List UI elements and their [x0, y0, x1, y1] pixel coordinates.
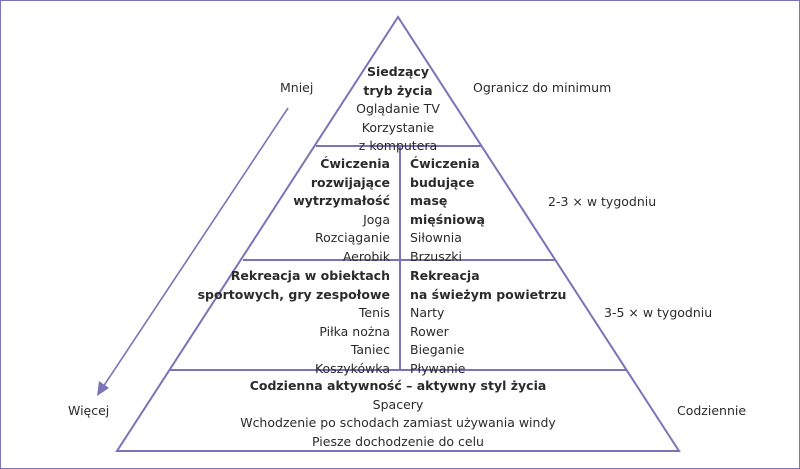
tier3-right-title: na świeżym powietrzu [410, 286, 567, 302]
tier3-left-block: Rekreacja w obiektach sportowych, gry ze… [190, 267, 390, 378]
tier1-title-line1: Siedzący [367, 64, 429, 79]
tier2-right-title: mięśniową [410, 211, 485, 227]
tier2-left-title: wytrzymałość [293, 193, 390, 208]
tier3-left-item: Tenis [358, 305, 390, 320]
tier2-right-item: Siłownia [410, 230, 462, 245]
tier1-item: z komputera [358, 138, 438, 153]
tier4-item: Wchodzenie po schodach zamiast używania … [240, 415, 556, 430]
tier4-item: Piesze dochodzenie do celu [312, 433, 484, 449]
tier2-left-item: Joga [363, 211, 390, 227]
tier2-right-item: Brzuszki [410, 248, 462, 264]
tier4-item: Spacery [372, 396, 424, 412]
tier3-left-item: Koszykówka [314, 360, 390, 376]
frequency-base: Codziennie [677, 403, 747, 418]
tier1-block: Siedzący tryb życia Oglądanie TV Korzyst… [298, 63, 498, 156]
tier1-item: Korzystanie [361, 119, 435, 135]
direction-arrow-head [97, 381, 109, 396]
tier3-right-block: Rekreacja na świeżym powietrzu Narty Row… [410, 267, 600, 378]
tier2-left-item: Rozciąganie [314, 230, 390, 245]
tier2-right-title: Ćwiczenia [410, 156, 480, 171]
tier3-right-item: Narty [410, 305, 445, 320]
tier2-right-title: budujące [410, 174, 475, 190]
pyramid-outline [115, 15, 681, 452]
frequency-top: Ogranicz do minimum [473, 80, 612, 95]
tier2-left-title: rozwijające [310, 174, 390, 190]
label-more: Więcej [68, 403, 110, 418]
label-less: Mniej [280, 80, 314, 95]
tier3-left-title: Rekreacja w obiektach [230, 268, 390, 283]
tier3-left-item: Piłka nożna [319, 323, 390, 339]
tier2-left-block: Ćwiczenia rozwijające wytrzymałość Joga … [262, 155, 390, 266]
frequency-third: 3-5 × w tygodniu [604, 305, 713, 320]
tier1-item: Oglądanie TV [356, 101, 440, 116]
tier3-right-item: Rower [410, 323, 449, 339]
tier2-left-title: Ćwiczenia [320, 156, 390, 171]
tier3-right-item: Bieganie [410, 342, 465, 357]
tier3-left-item: Taniec [350, 342, 390, 357]
frequency-second: 2-3 × w tygodniu [548, 194, 657, 209]
tier4-title: Codzienna aktywność – aktywny styl życia [249, 378, 547, 393]
tier2-right-block: Ćwiczenia budujące masę mięśniową Siłown… [410, 155, 540, 266]
tier3-right-item: Pływanie [410, 360, 466, 376]
tier2-right-title: masę [410, 193, 448, 208]
tier2-left-item: Aerobik [342, 248, 390, 264]
direction-arrow-line [102, 107, 289, 388]
tier4-block: Codzienna aktywność – aktywny styl życia… [198, 377, 598, 451]
tier3-left-title: sportowych, gry zespołowe [197, 286, 390, 302]
tier1-title-line2: tryb życia [363, 82, 433, 98]
tier3-right-title: Rekreacja [410, 268, 480, 283]
